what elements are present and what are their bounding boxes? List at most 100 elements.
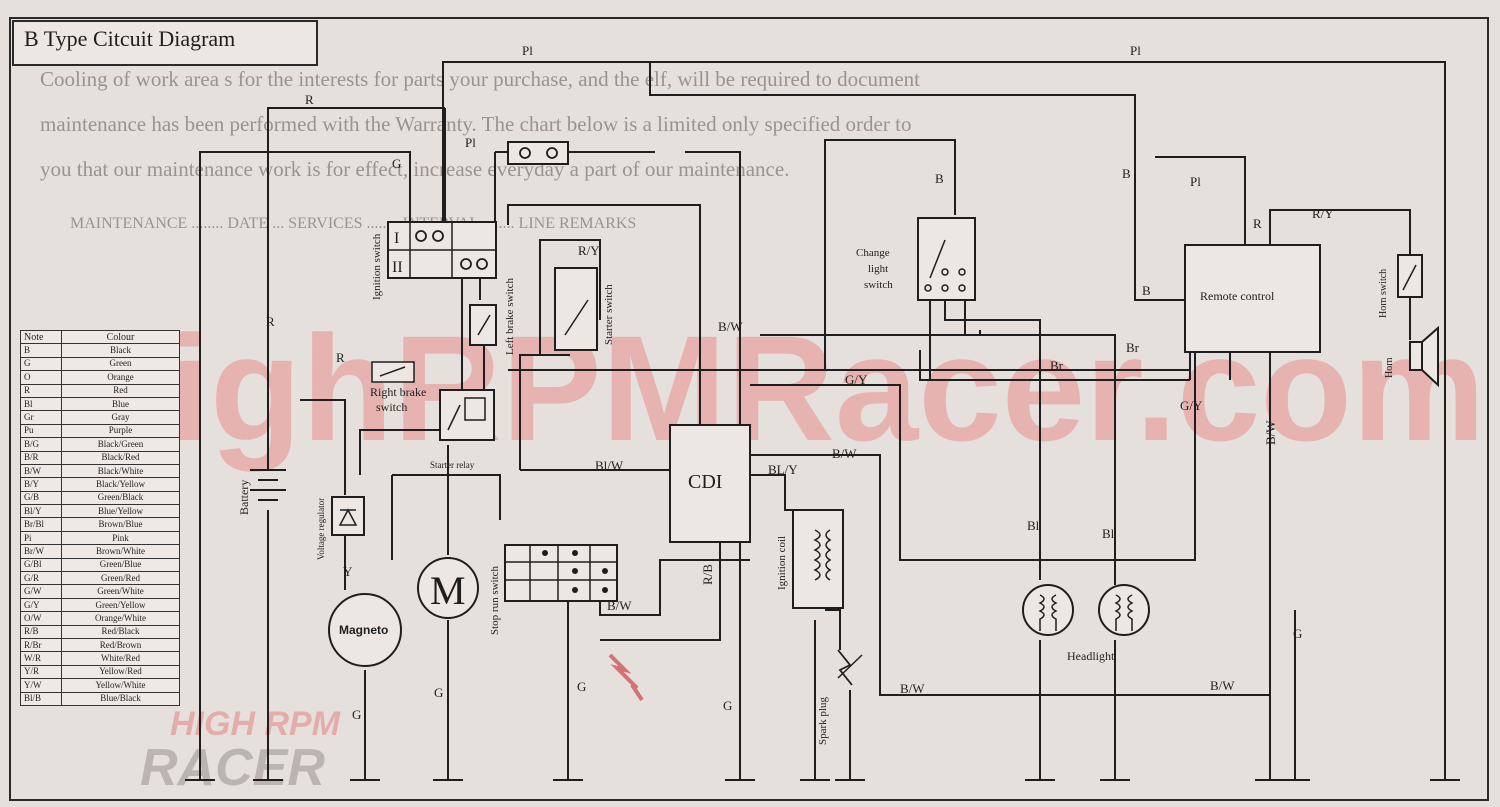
wire-label: Br <box>1126 340 1140 355</box>
right-brake-switch-label: Right brake <box>370 385 426 399</box>
wire-label: Y <box>343 564 353 579</box>
legend-code: B <box>20 343 62 358</box>
legend-code: G <box>20 356 62 372</box>
wire-label: R <box>305 92 314 107</box>
wire-label: BL/Y <box>768 462 798 477</box>
wire-label: G <box>392 156 401 171</box>
wire-label: R/Y <box>578 243 600 258</box>
wire-label: G/Y <box>845 372 868 387</box>
wire-label: Pl <box>522 43 533 58</box>
legend-code: G/R <box>20 571 62 586</box>
horn-switch-label: Horn switch <box>1378 269 1389 318</box>
legend-colour: Orange/White <box>61 611 180 626</box>
legend-colour: Red/Brown <box>61 637 180 653</box>
remote-control-label: Remote control <box>1200 289 1275 303</box>
starter-relay: Starter relay <box>430 389 495 470</box>
legend-colour: Green/Black <box>61 490 180 506</box>
stop-run-switch-label: Stop run switch <box>489 565 501 635</box>
title-box: B Type Citcuit Diagram <box>12 20 318 66</box>
wire-label: B/W <box>832 446 857 461</box>
wire-label: B/W <box>718 319 743 334</box>
legend-colour: Blue/Black <box>61 691 180 706</box>
wire-labels: Pl Pl Pl Pl R R R R G G G G G G Y R/Y R/… <box>266 43 1334 722</box>
background-text-line-3: you that our maintenance work is for eff… <box>40 157 789 181</box>
change-light-switch-label: light <box>868 263 888 275</box>
background-text-line-2: maintenance has been performed with the … <box>40 112 911 136</box>
change-light-switch-label: switch <box>864 279 893 291</box>
wire-label: B <box>935 171 944 186</box>
legend-code: R/Br <box>20 637 62 653</box>
legend-code: Pi <box>20 530 62 546</box>
wire-label: G <box>577 679 586 694</box>
wire-label: G <box>434 685 443 700</box>
wire-label: Bl <box>1102 526 1115 541</box>
magneto-label: Magneto <box>339 623 388 637</box>
legend-colour: Yellow/Red <box>61 664 180 680</box>
legend-header-row: Note Colour <box>20 329 180 345</box>
starter-relay-label: Starter relay <box>430 460 475 470</box>
change-light-switch: Change light switch <box>856 217 976 301</box>
legend-code: R <box>20 383 62 398</box>
change-light-switch-label: Change <box>856 247 890 259</box>
spark-plug: Spark plug <box>817 649 863 745</box>
legend-colour: Brown/White <box>61 544 180 559</box>
page-title: B Type Citcuit Diagram <box>24 26 236 51</box>
legend-code: Bl/Y <box>20 504 62 519</box>
legend-colour: Green <box>61 356 180 372</box>
legend-code: Y/R <box>20 664 62 680</box>
ignition-switch-label: Ignition switch <box>371 233 383 300</box>
watermark-logo-line-1: HIGH RPM <box>170 705 341 743</box>
legend-colour: Green/Yellow <box>61 597 180 613</box>
legend-code: G/Y <box>20 597 62 613</box>
voltage-regulator: Voltage regulator <box>316 496 365 560</box>
legend-colour: Blue <box>61 396 180 412</box>
legend-code: R/B <box>20 624 62 639</box>
legend-code: Bl <box>20 396 62 412</box>
ignition-coil-label: Ignition coil <box>776 536 788 590</box>
wire-label: R/B <box>700 564 715 585</box>
legend-colour: Green/Blue <box>61 557 180 573</box>
wires <box>199 61 1446 780</box>
legend-code: Bl/B <box>20 691 62 706</box>
motor-label: M <box>430 568 466 613</box>
wire-label: B <box>1122 166 1131 181</box>
horn-label: Horn <box>1384 357 1395 378</box>
legend-colour: Black <box>61 343 180 358</box>
legend-code: Y/W <box>20 678 62 693</box>
connector <box>507 141 569 165</box>
watermark-logo-line-2: RACER <box>140 739 325 797</box>
wire-label: R <box>336 350 345 365</box>
legend-header-colour: Colour <box>61 329 180 345</box>
wire-label: G <box>723 698 732 713</box>
legend-colour: Black/White <box>61 463 180 479</box>
starter-motor: M <box>417 557 479 619</box>
wire-label: Br <box>1050 358 1064 373</box>
horn: Horn <box>1384 325 1439 388</box>
right-brake-switch-label: switch <box>376 400 407 414</box>
right-brake-switch: Right brake switch <box>370 361 426 414</box>
legend-code: O/W <box>20 611 62 626</box>
wire-label: B <box>1142 283 1151 298</box>
legend-colour: Blue/Yellow <box>61 504 180 519</box>
ignition-coil: Ignition coil <box>776 509 844 609</box>
